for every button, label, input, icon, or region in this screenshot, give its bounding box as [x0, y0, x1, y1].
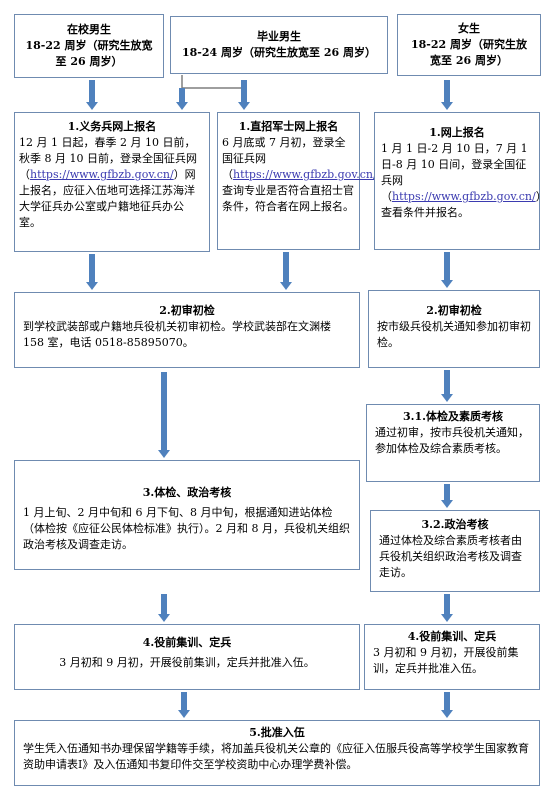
arrow-down-icon	[178, 692, 190, 718]
header-graduates: 毕业男生 18-24 周岁（研究生放宽至 26 周岁）	[170, 16, 388, 74]
arrow-down-icon	[280, 252, 292, 290]
step-conscript-online-registration: 1.义务兵网上报名 12 月 1 日起，春季 2 月 10 日前，秋季 8 月 …	[14, 112, 210, 252]
arrow-down-icon	[86, 254, 98, 290]
arrow-down-icon	[441, 484, 453, 508]
step-training-left: 4.役前集训、定兵 3 月初和 9 月初，开展役前集训，定兵并批准入伍。	[14, 624, 360, 690]
header-female-students: 女生 18-22 周岁（研究生放 宽至 26 周岁）	[397, 14, 541, 76]
step-initial-check-left: 2.初审初检 到学校武装部或户籍地兵役机关初审初检。学校武装部在文渊楼 158 …	[14, 292, 360, 368]
arrow-down-icon	[176, 88, 188, 110]
step-medical-quality-right: 3.1.体检及素质考核 通过初审，按市兵役机关通知，参加体检及综合素质考核。	[366, 404, 540, 482]
gfbzb-link[interactable]: https://www.gfbzb.gov.cn/	[233, 168, 377, 181]
step-political-check-right: 3.2.政治考核 通过体检及综合素质考核者由兵役机关组织政治考核及调查走访。	[370, 510, 540, 592]
step-medical-political-left: 3.体检、政治考核 1 月上旬、2 月中旬和 6 月下旬、8 月中旬，根据通知进…	[14, 460, 360, 570]
arrow-down-icon	[238, 80, 250, 110]
arrow-down-icon	[441, 80, 453, 110]
step-direct-recruit-registration: 1.直招军士网上报名 6 月底或 7 月初，登录全国征兵网（https://ww…	[217, 112, 393, 250]
arrow-down-icon	[441, 252, 453, 288]
gfbzb-link[interactable]: https://www.gfbzb.gov.cn/	[30, 168, 174, 181]
step-approval-enlistment: 5.批准入伍 学生凭入伍通知书办理保留学籍等手续，将加盖兵役机关公章的《应征入伍…	[14, 720, 540, 786]
arrow-down-icon	[158, 372, 170, 458]
header-male-students: 在校男生 18-22 周岁（研究生放宽 至 26 周岁）	[14, 14, 164, 78]
arrow-down-icon	[86, 80, 98, 110]
arrow-down-icon	[441, 594, 453, 622]
step-female-online-registration: 1.网上报名 1 月 1 日-2 月 10 日，7 月 1 日-8 月 10 日…	[374, 112, 547, 250]
arrow-down-icon	[441, 370, 453, 402]
step-initial-check-right: 2.初审初检 按市级兵役机关通知参加初审初检。	[368, 290, 540, 368]
arrow-down-icon	[158, 594, 170, 622]
gfbzb-link[interactable]: https://www.gfbzb.gov.cn/	[392, 190, 536, 203]
step-training-right: 4.役前集训、定兵 3 月初和 9 月初，开展役前集训，定兵并批准入伍。	[364, 624, 540, 690]
arrow-down-icon	[441, 692, 453, 718]
